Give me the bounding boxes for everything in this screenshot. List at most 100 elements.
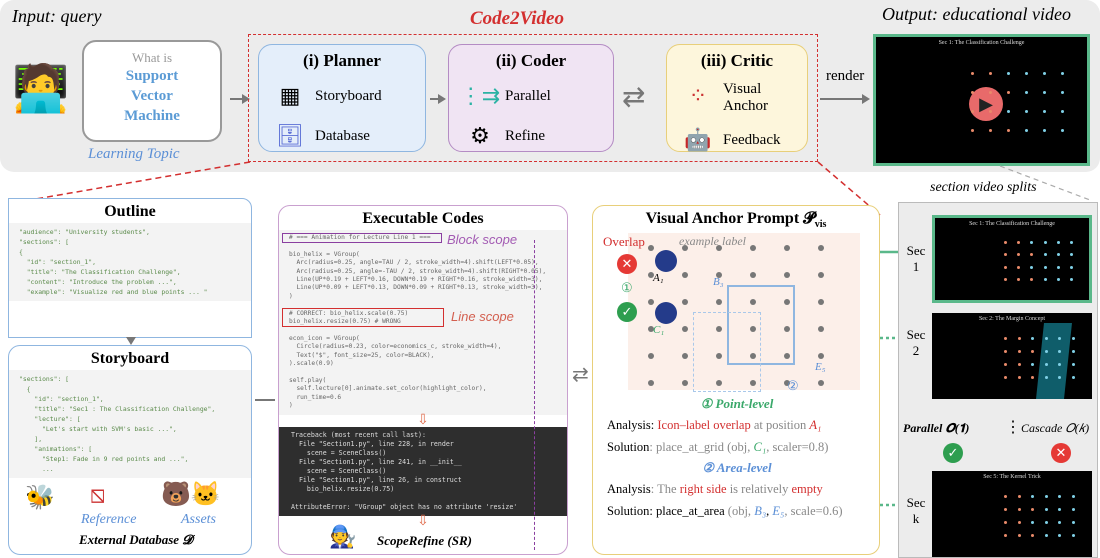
- outline-title: Outline: [104, 203, 156, 220]
- video-point: [1031, 375, 1035, 379]
- video-point: [970, 91, 974, 95]
- video-point: [1058, 362, 1062, 366]
- grid-point: [750, 245, 756, 251]
- video-point: [1017, 507, 1021, 511]
- arrow: [430, 94, 446, 104]
- learning-topic: Learning Topic: [88, 146, 180, 162]
- sec-label: Sec k: [906, 495, 926, 526]
- video-point: [1056, 277, 1060, 281]
- video-point: [1024, 110, 1028, 114]
- line-scope-label: Line scope: [451, 309, 514, 324]
- code-line: Circle(radius=0.23, color=economics_c, s…: [289, 343, 502, 351]
- video-point: [1024, 91, 1028, 95]
- video-point: [1004, 337, 1007, 341]
- arrow: [820, 94, 870, 104]
- code-line: scene = SceneClass(): [291, 448, 387, 457]
- codes-title: Executable Codes: [362, 210, 484, 227]
- target-area-box: [727, 285, 795, 365]
- video-point: [1058, 495, 1062, 499]
- code-line: bio_helix.resize(0.75): [291, 484, 395, 493]
- video-point: [1043, 240, 1047, 244]
- video-point: [970, 72, 974, 76]
- anchor-b3: B₃: [713, 276, 724, 288]
- grid-point: [750, 353, 756, 359]
- video-point: [1069, 253, 1073, 257]
- video-point: [1006, 110, 1010, 114]
- video-point: [1031, 507, 1035, 511]
- video-point: [1069, 240, 1073, 244]
- grid-point: [750, 380, 756, 386]
- video-point: [970, 110, 974, 114]
- code-line: "audience": "University students",: [19, 228, 150, 236]
- video-point: [988, 128, 992, 132]
- point-level-heading: ① Point-level: [700, 396, 774, 411]
- video-point: [1044, 349, 1048, 353]
- grid-point: [784, 380, 790, 386]
- code-line: "content": "Introduce the problem ...",: [19, 278, 177, 286]
- critic-item: Visual Anchor: [723, 81, 768, 114]
- video-point: [1043, 253, 1047, 257]
- outline-panel: Outline "audience": "University students…: [8, 198, 252, 338]
- grid-point: [682, 245, 688, 251]
- video-point: [1044, 362, 1048, 366]
- code-line: ],: [19, 435, 43, 443]
- code-line: Line(UP*0.19 + LEFT*0.16, DOWN*0.19 + RI…: [289, 276, 543, 284]
- grid-point: [648, 353, 654, 359]
- video-point: [1058, 520, 1062, 524]
- arrow: [130, 337, 132, 343]
- code-line: scene = SceneClass(): [291, 466, 387, 475]
- video-point: [1017, 533, 1021, 537]
- video-point: [1004, 375, 1007, 379]
- code-line: Text("$", font_size=25, color=BLACK),: [289, 351, 435, 359]
- cat-icon-a1: [655, 250, 677, 272]
- grid-point: [648, 326, 654, 332]
- query-text: What is: [131, 50, 173, 65]
- output-video[interactable]: Sec 1: The Classification Challenge ▶: [873, 34, 1090, 166]
- video-point: [1058, 533, 1062, 537]
- block-scope-label: Block scope: [447, 232, 518, 247]
- grid-point: [716, 299, 722, 305]
- grid-point: [818, 272, 824, 278]
- video-title: Sec 1: The Classification Challenge: [938, 40, 1025, 46]
- anchor-grid-icon: ⁘: [688, 83, 708, 108]
- sec-video[interactable]: Sec 1: The Classification Challenge: [932, 215, 1092, 303]
- success-check-icon: ✓: [617, 302, 637, 322]
- error-x-icon: ✕: [1051, 443, 1071, 463]
- svm-reference-icon: ⧅: [89, 480, 106, 509]
- refine-loop-line: [534, 240, 535, 550]
- grid-point: [784, 326, 790, 332]
- storyboard-panel: Storyboard "sections": [ { "id": "sectio…: [8, 345, 252, 555]
- storyboard-code: "sections": [ { "id": "section_1", "titl…: [9, 370, 251, 478]
- play-button-icon[interactable]: ▶: [969, 87, 1003, 121]
- video-point: [1058, 337, 1062, 341]
- query-topic: Support Vector Machine: [124, 68, 180, 124]
- grid-point: [784, 272, 790, 278]
- down-arrow-icon: ⇩: [417, 513, 429, 529]
- video-point: [988, 110, 992, 114]
- code-line: AttributeError: "VGroup" object has no a…: [291, 502, 518, 511]
- code-line: "animations": [: [19, 445, 93, 453]
- video-point: [1043, 277, 1047, 281]
- sec-video[interactable]: Sec 5: The Kernel Trick: [932, 471, 1092, 557]
- reference-label: Reference: [81, 512, 137, 527]
- grid-point: [784, 245, 790, 251]
- grid-point: [750, 272, 756, 278]
- code-line: "sections": [: [19, 238, 70, 246]
- video-point: [1044, 507, 1048, 511]
- code-line: ).scale(0.9): [289, 360, 334, 368]
- refine-gear-icon: ⚙: [470, 123, 490, 148]
- parallel-icon: ⋮⇉: [459, 83, 501, 108]
- code-line: bio_helix.resize(0.75) # WRONG: [289, 318, 401, 326]
- planner-item: Database: [315, 127, 370, 144]
- video-point: [1072, 507, 1075, 511]
- step2-marker: ②: [787, 378, 799, 393]
- grid-point: [682, 326, 688, 332]
- video-point: [1017, 277, 1021, 281]
- coder-item: Refine: [505, 127, 545, 144]
- grid-point: [682, 272, 688, 278]
- grid-point: [784, 353, 790, 359]
- video-point: [1017, 375, 1021, 379]
- sec-video[interactable]: Sec 2: The Margin Concept: [932, 313, 1092, 399]
- code-line: "Let's start with SVM's basic ...",: [19, 425, 177, 433]
- refine-agent-icon: 🧑‍🔧: [329, 524, 357, 549]
